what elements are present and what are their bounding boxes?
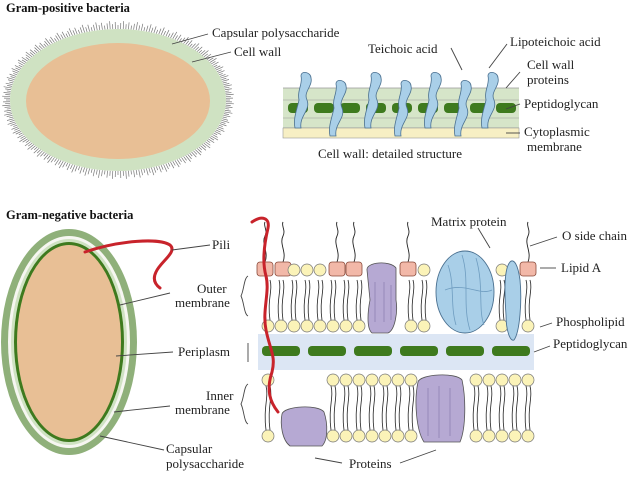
label-matrix-protein: Matrix protein — [431, 214, 507, 229]
label-detail-caption: Cell wall: detailed structure — [318, 146, 462, 161]
o-side-chains — [263, 221, 530, 263]
label-inner-membrane: Inner — [206, 388, 234, 403]
label-capsular-polysaccharide-negative-2: polysaccharide — [166, 456, 244, 471]
porin-purple-outer — [366, 262, 397, 334]
label-teichoic-acid: Teichoic acid — [368, 41, 438, 56]
label-cytoplasmic-membrane-2: membrane — [527, 139, 582, 154]
gram-negative-envelope-detail — [250, 216, 537, 447]
label-pili: Pili — [212, 237, 230, 252]
label-proteins: Proteins — [349, 456, 392, 471]
label-lipoteichoic-acid: Lipoteichoic acid — [510, 34, 601, 49]
label-periplasm: Periplasm — [178, 344, 230, 359]
protein-inner-right — [415, 374, 466, 443]
pili-strand-cell — [83, 239, 174, 290]
gram-positive-cytoplasm — [26, 43, 210, 159]
gram-positive-title: Gram-positive bacteria — [6, 1, 131, 15]
label-cell-wall: Cell wall — [234, 44, 282, 59]
gram-negative-title: Gram-negative bacteria — [6, 208, 134, 222]
protein-inner-left — [280, 406, 328, 447]
periplasm-band — [258, 334, 534, 370]
label-peptidoglycan-negative: Peptidoglycan — [553, 336, 628, 351]
pili-strand-envelope — [250, 216, 280, 414]
label-cell-wall-proteins: Cell wall — [527, 57, 575, 72]
lipid-a-heads — [256, 261, 537, 277]
label-lipid-a: Lipid A — [561, 260, 602, 275]
lipid-tails — [264, 279, 532, 431]
gram-negative-cell — [1, 229, 174, 455]
label-capsular-polysaccharide: Capsular polysaccharide — [212, 25, 340, 40]
lipoprotein-blue — [504, 260, 522, 341]
gram-negative-cytoplasm — [17, 245, 121, 439]
label-outer-membrane-2: membrane — [175, 295, 230, 310]
label-cell-wall-proteins-2: proteins — [527, 72, 569, 87]
label-peptidoglycan-positive: Peptidoglycan — [524, 96, 599, 111]
capsule-hairs — [2, 21, 234, 179]
cell-wall-detail — [282, 72, 520, 139]
label-inner-membrane-2: membrane — [175, 402, 230, 417]
label-o-side-chain: O side chain — [562, 228, 627, 243]
label-capsular-polysaccharide-negative: Capsular — [166, 441, 213, 456]
label-phospholipid: Phospholipid — [556, 314, 625, 329]
label-cytoplasmic-membrane: Cytoplasmic — [524, 124, 590, 139]
label-outer-membrane: Outer — [197, 281, 227, 296]
matrix-protein — [435, 250, 495, 334]
gram-positive-cell — [2, 21, 234, 179]
teichoic-acids — [294, 72, 499, 137]
